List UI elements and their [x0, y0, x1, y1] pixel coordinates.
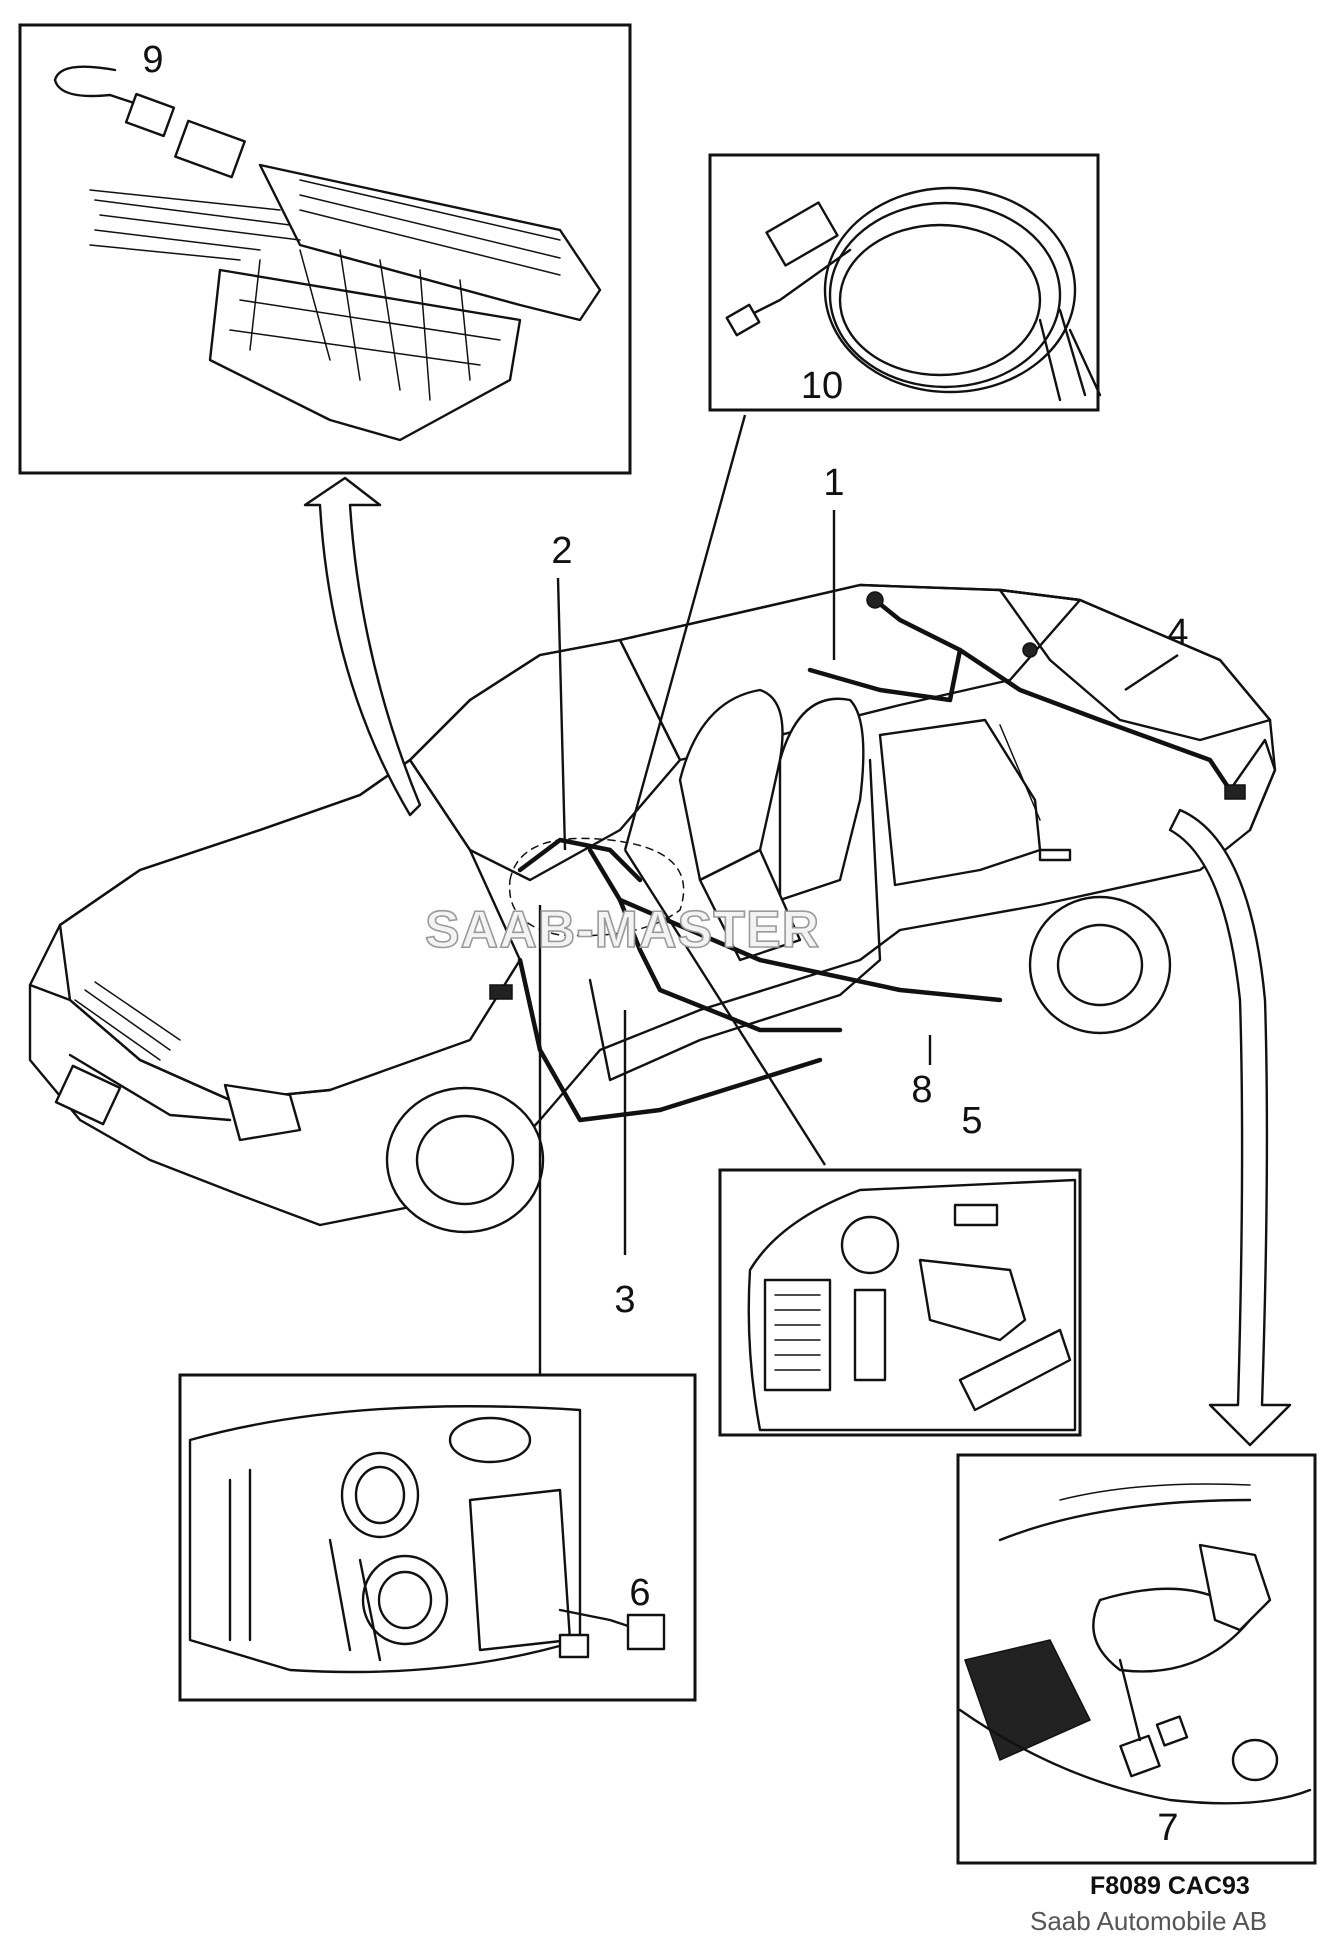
callout-6: 6: [629, 1572, 650, 1614]
callout-4: 4: [1167, 612, 1188, 654]
callout-1: 1: [823, 462, 844, 504]
callout-5: 5: [961, 1100, 982, 1142]
inset-box-9: [18, 23, 632, 475]
callout-8: 8: [911, 1069, 932, 1111]
car-illustration: [28, 583, 1277, 1234]
wiring-harness-on-car: [489, 591, 1246, 1123]
callout-2: 2: [551, 530, 572, 572]
inset-box-7: [956, 1453, 1317, 1865]
callout-numbers: 1 2 3 4 5 6 7 8 9 10: [142, 39, 1188, 1849]
inset-box-5: [718, 1168, 1082, 1437]
reference-code: F8089 CAC93: [1090, 1872, 1250, 1900]
callout-10: 10: [801, 365, 843, 407]
credit-line: Saab Automobile AB: [1030, 1906, 1267, 1936]
callout-7: 7: [1157, 1807, 1178, 1849]
leader-lines: [303, 414, 1292, 1447]
inset-box-10: [708, 153, 1102, 412]
callout-9: 9: [142, 39, 163, 81]
watermark-text: SAAB-MASTER: [425, 901, 820, 959]
callout-3: 3: [614, 1279, 635, 1321]
inset-box-6: [178, 1373, 697, 1702]
